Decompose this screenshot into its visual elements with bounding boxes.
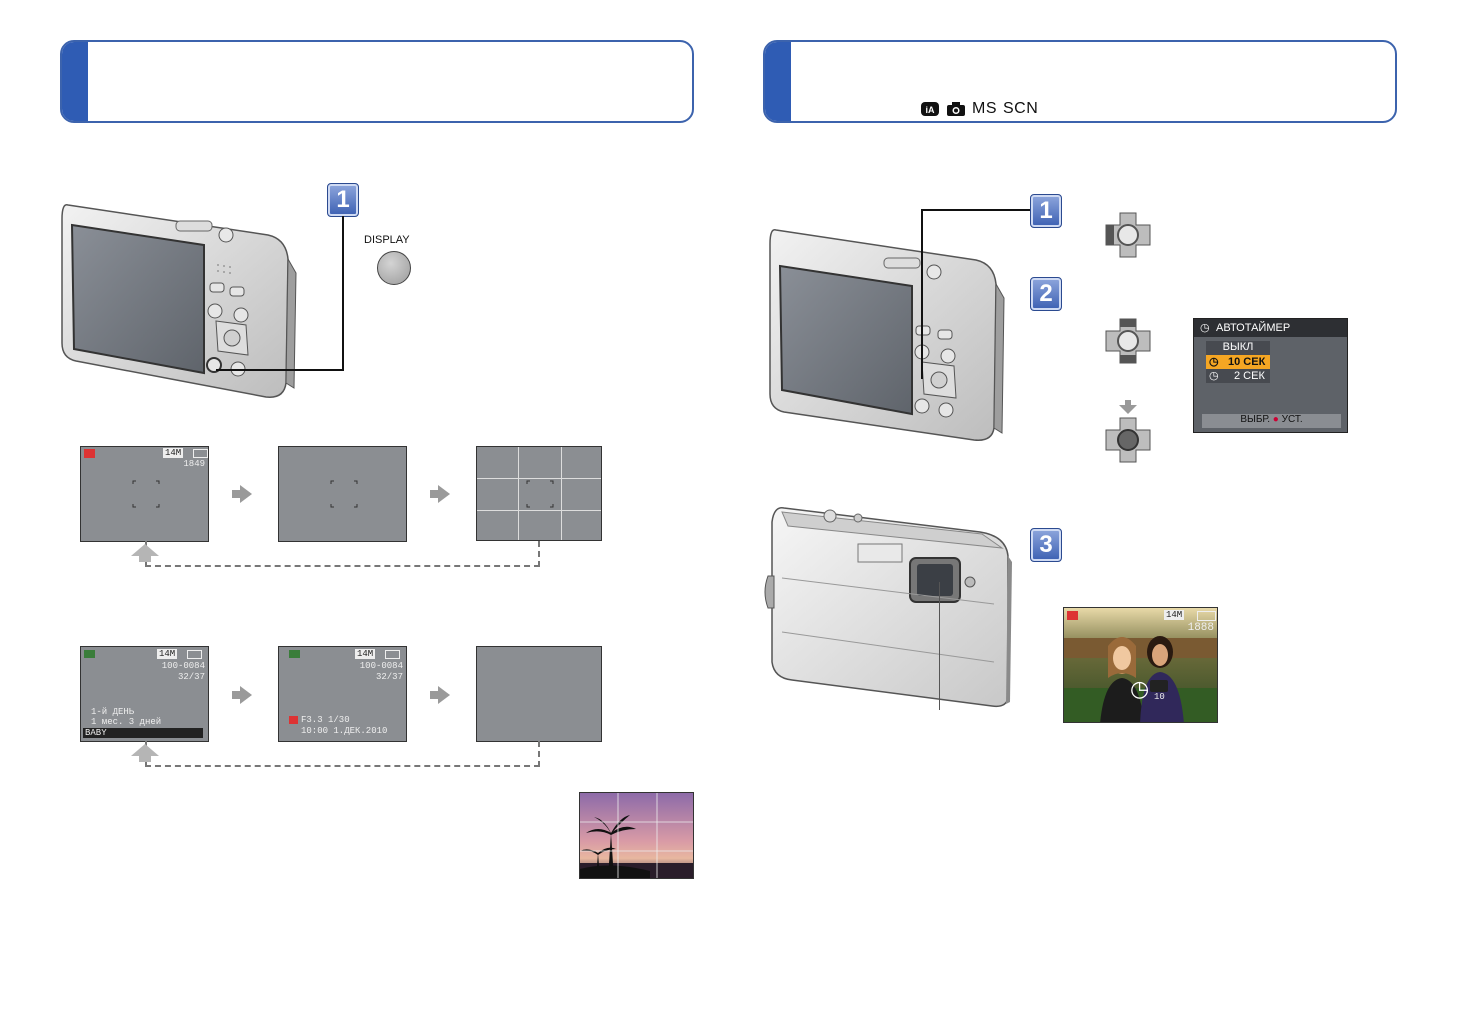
menu-title: АВТОТАЙМЕР <box>1216 322 1291 334</box>
rec-info-icon <box>289 716 298 724</box>
baby-age: 1 мес. 3 дней <box>91 717 162 727</box>
exif-info: F3.3 1/30 <box>301 715 350 725</box>
menu-item-10sec[interactable]: ◷ 10 СЕК <box>1206 355 1270 369</box>
cycle-back-arrow <box>131 544 159 562</box>
selftimer-icon: ◷ <box>1200 322 1210 334</box>
timer-2-icon: ◷ <box>1209 370 1219 382</box>
cycle-loop-line <box>145 541 540 567</box>
display-button-label: DISPLAY <box>364 234 410 246</box>
travel-day: 1-й ДЕНЬ <box>91 707 135 717</box>
rec-mode-icon <box>84 449 95 458</box>
folder-number: 100-0084 <box>161 661 205 671</box>
next-arrow <box>430 485 450 503</box>
selftimer-seconds: 10 <box>1154 692 1165 702</box>
play-screen-info: 14M 100-0084 32/37 1-й ДЕНЬ 1 мес. 3 дне… <box>80 646 209 742</box>
header-tab <box>765 42 791 121</box>
callout-line <box>922 209 1030 211</box>
play-mode-icon <box>84 650 95 658</box>
selftimer-menu-panel: ◷ АВТОТАЙМЕР ВЫКЛ ◷ 10 СЕК ◷ 2 СЕК ВЫБР.… <box>1193 318 1348 433</box>
down-arrow-icon <box>1118 400 1138 419</box>
cursor-pad-icon <box>1104 317 1152 370</box>
frame-number: 32/37 <box>375 672 403 682</box>
rec-mode-icon <box>1067 611 1078 620</box>
camera-front-illustration <box>762 502 1012 712</box>
svg-text:iA: iA <box>926 105 936 115</box>
menu-item-2sec[interactable]: ◷ 2 СЕК <box>1206 369 1270 383</box>
footer-set: УСТ. <box>1281 414 1303 425</box>
next-arrow <box>232 686 252 704</box>
cycle-back-arrow <box>131 744 159 762</box>
menu-header: ◷ АВТОТАЙМЕР <box>1194 319 1347 337</box>
af-frame-icon <box>526 480 554 508</box>
frame-number: 32/37 <box>177 672 205 682</box>
size-badge: 14M <box>355 649 376 659</box>
callout-line <box>216 369 344 371</box>
grid-example-photo <box>579 792 694 879</box>
callout-line <box>921 209 923 379</box>
ia-mode-icon: iA <box>920 101 940 117</box>
selftimer-lamp-pointer <box>939 582 940 710</box>
battery-icon <box>1197 611 1216 621</box>
battery-icon <box>385 650 400 659</box>
scn-mode-label: SCN <box>1003 100 1039 117</box>
step-2-badge: 2 <box>1030 277 1062 311</box>
size-badge: 14M <box>157 649 178 659</box>
record-datetime: 10:00 1.ДЕК.2010 <box>301 726 388 736</box>
footer-set-icon: ● <box>1272 414 1279 425</box>
cursor-pad-icon <box>1104 211 1152 264</box>
play-screen-no-info <box>476 646 602 742</box>
selftimer-photo-screen: 14M 1888 ◷ 10 <box>1063 607 1218 723</box>
baby-name: BABY <box>83 728 203 738</box>
right-section-header: iA MS SCN <box>763 40 1397 123</box>
af-frame-icon <box>330 480 358 508</box>
camera-back-illustration-left <box>58 183 298 403</box>
camera-mode-icon <box>946 101 966 117</box>
cursor-pad-menu-set-icon <box>1104 416 1152 469</box>
play-screen-detailed: 14M 100-0084 32/37 F3.3 1/30 10:00 1.ДЕК… <box>278 646 407 742</box>
folder-number: 100-0084 <box>359 661 403 671</box>
battery-icon <box>187 650 202 659</box>
next-arrow <box>430 686 450 704</box>
rec-screen-grid <box>476 446 602 541</box>
play-mode-icon <box>289 650 300 658</box>
selftimer-countdown-icon: ◷ <box>1130 676 1150 701</box>
rec-screen-no-info <box>278 446 407 542</box>
step-1-badge: 1 <box>1030 194 1062 228</box>
af-frame-icon <box>132 480 160 508</box>
display-button[interactable] <box>377 251 411 285</box>
callout-line <box>342 216 344 370</box>
battery-icon <box>193 449 208 458</box>
shot-count: 1849 <box>183 459 205 469</box>
next-arrow <box>232 485 252 503</box>
timer-10-icon: ◷ <box>1209 356 1219 368</box>
mode-icons: iA MS SCN <box>920 100 1038 118</box>
left-section-header <box>60 40 694 123</box>
camera-back-illustration-right <box>766 228 1006 448</box>
size-badge: 14M <box>1164 610 1185 620</box>
menu-footer: ВЫБР. ● УСТ. <box>1202 414 1341 428</box>
menu-item-label: 10 СЕК <box>1228 356 1266 368</box>
cycle-loop-line <box>145 741 540 767</box>
size-badge: 14M <box>163 448 184 458</box>
ms-mode-label: MS <box>972 100 997 117</box>
menu-item-label: ВЫКЛ <box>1222 341 1254 353</box>
footer-select: ВЫБР. <box>1240 414 1270 425</box>
menu-item-off[interactable]: ВЫКЛ <box>1206 341 1270 355</box>
shot-count: 1888 <box>1187 622 1214 634</box>
rec-screen-info: 14M 1849 <box>80 446 209 542</box>
menu-item-label: 2 СЕК <box>1234 370 1265 382</box>
step-3-badge: 3 <box>1030 528 1062 562</box>
header-tab <box>62 42 88 121</box>
step-1-badge: 1 <box>327 183 359 217</box>
